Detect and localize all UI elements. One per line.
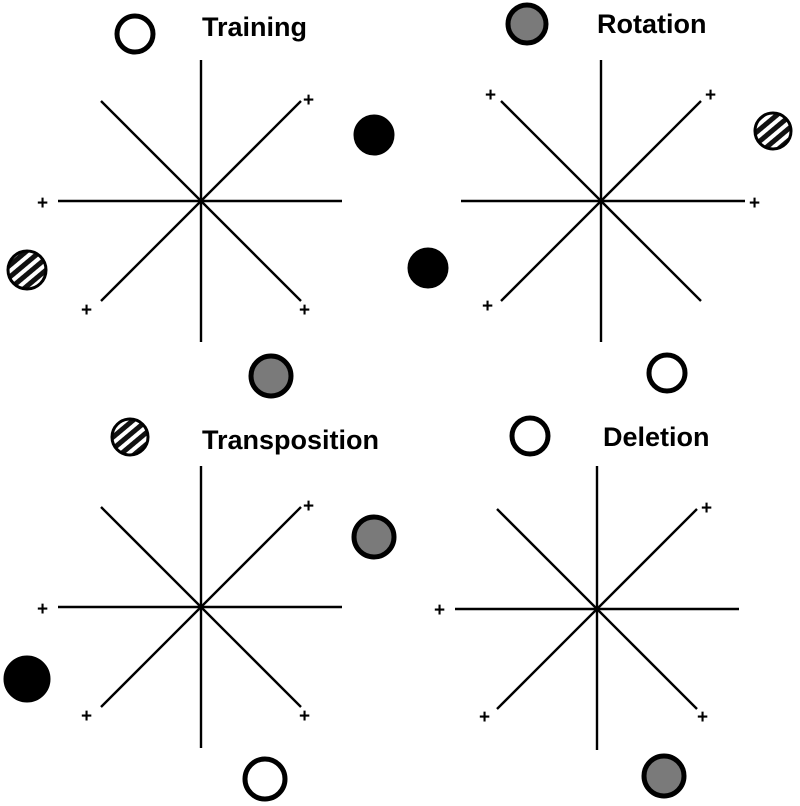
black-circle-marker (407, 247, 449, 289)
open-circle-marker (114, 13, 156, 55)
panel-transposition: Transposition + + + + (3, 417, 397, 802)
axis-star (455, 466, 739, 750)
plus-mark: + (37, 599, 48, 620)
plus-mark: + (37, 193, 48, 214)
gray-circle-marker (351, 514, 397, 560)
open-circle-marker (509, 415, 551, 457)
panel-deletion: Deletion + + + + (434, 415, 739, 799)
plus-mark: + (81, 300, 92, 321)
panel-title: Training (202, 12, 307, 42)
axis-star (58, 466, 342, 748)
striped-circle-marker (110, 417, 150, 457)
plus-mark: + (303, 90, 314, 111)
panel-title: Transposition (202, 425, 379, 455)
striped-circle-marker (753, 111, 793, 151)
plus-mark: + (299, 300, 310, 321)
plus-mark: + (749, 193, 760, 214)
plus-mark: + (485, 85, 496, 106)
axis-star (58, 60, 342, 342)
panel-title: Deletion (603, 422, 710, 452)
plus-mark: + (697, 707, 708, 728)
gray-circle-marker (641, 753, 687, 799)
panel-rotation: Rotation + + + + (407, 2, 793, 394)
striped-circle-marker (6, 249, 48, 291)
black-circle-marker (353, 114, 395, 156)
panel-title: Rotation (597, 9, 706, 39)
black-circle-marker (3, 655, 51, 703)
axis-star (461, 60, 745, 342)
gray-circle-marker (505, 2, 549, 46)
plus-mark: + (299, 706, 310, 727)
plus-mark: + (434, 600, 445, 621)
plus-mark: + (303, 496, 314, 517)
open-circle-marker (242, 756, 288, 802)
plus-mark: + (81, 706, 92, 727)
gray-circle-marker (248, 353, 294, 399)
open-circle-marker (646, 352, 688, 394)
plus-mark: + (705, 85, 716, 106)
panel-training: Training + + + + (6, 12, 395, 399)
plus-mark: + (479, 707, 490, 728)
plus-mark: + (701, 498, 712, 519)
plus-mark: + (482, 296, 493, 317)
